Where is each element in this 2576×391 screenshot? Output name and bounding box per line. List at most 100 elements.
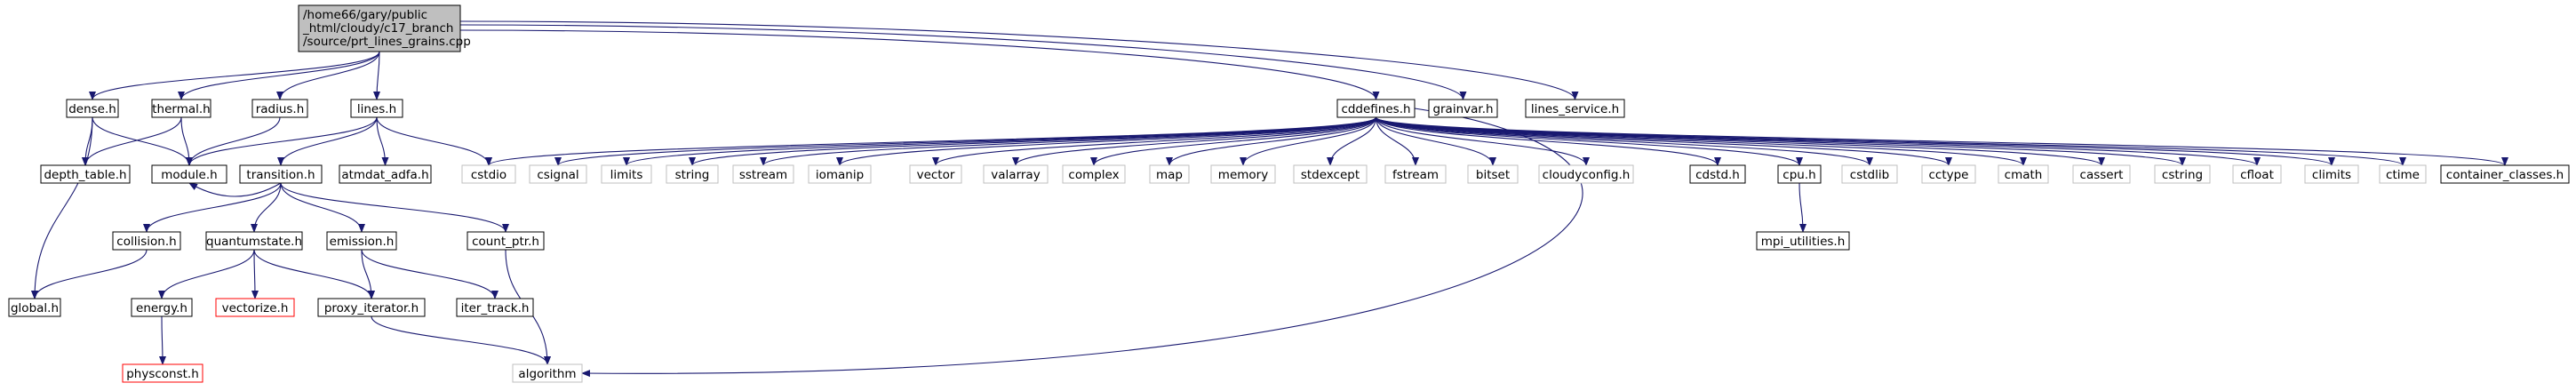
node-map[interactable]: map bbox=[1149, 164, 1190, 184]
node-container-classes[interactable]: container_classes.h bbox=[2440, 164, 2570, 184]
node-climits[interactable]: climits bbox=[2304, 164, 2359, 184]
node-grainvar[interactable]: grainvar.h bbox=[1428, 99, 1498, 118]
edge-root-to-cddefines bbox=[459, 29, 1380, 100]
edge-root-to-lines bbox=[373, 51, 381, 100]
node-quantumstate[interactable]: quantumstate.h bbox=[205, 231, 303, 251]
node-cloudyconfig[interactable]: cloudyconfig.h bbox=[1538, 164, 1634, 184]
node-box bbox=[8, 298, 61, 317]
node-cmath[interactable]: cmath bbox=[1998, 164, 2049, 184]
node-box bbox=[2072, 164, 2131, 184]
node-label: iomanip bbox=[816, 168, 864, 182]
edge-root-to-dense bbox=[89, 51, 380, 100]
node-box bbox=[205, 231, 303, 251]
node-box bbox=[151, 99, 211, 118]
node-iomanip[interactable]: iomanip bbox=[808, 164, 872, 184]
node-cstdio[interactable]: cstdio bbox=[461, 164, 516, 184]
edge-cddefines-to-valarray bbox=[1012, 116, 1377, 166]
node-root-label-line: /source/prt_lines_grains.cpp bbox=[303, 35, 471, 49]
node-box bbox=[2304, 164, 2359, 184]
node-lines-service[interactable]: lines_service.h bbox=[1525, 99, 1625, 118]
node-transition[interactable]: transition.h bbox=[239, 164, 323, 184]
node-box bbox=[529, 164, 587, 184]
node-physconst[interactable]: physconst.h bbox=[122, 363, 203, 383]
node-root-source-file[interactable]: /home66/gary/public_html/cloudy/c17_bran… bbox=[298, 4, 471, 52]
edge-lines-to-atmdat-adfa bbox=[376, 116, 389, 166]
edge-cddefines-to-fstream bbox=[1375, 116, 1419, 166]
node-global[interactable]: global.h bbox=[8, 298, 61, 317]
edge-cddefines-to-vector bbox=[932, 116, 1377, 166]
node-energy[interactable]: energy.h bbox=[131, 298, 193, 317]
node-box bbox=[1467, 164, 1519, 184]
node-box bbox=[122, 363, 203, 383]
node-mpi-utilities[interactable]: mpi_utilities.h bbox=[1756, 231, 1850, 251]
node-box bbox=[2379, 164, 2427, 184]
node-algorithm[interactable]: algorithm bbox=[512, 363, 583, 383]
node-vector[interactable]: vector bbox=[909, 164, 962, 184]
node-box bbox=[1149, 164, 1190, 184]
edge-cddefines-to-cstdio bbox=[485, 116, 1377, 166]
node-cctype[interactable]: cctype bbox=[1921, 164, 1976, 184]
node-label: cfloat bbox=[2240, 168, 2274, 182]
node-box bbox=[666, 164, 719, 184]
node-limits[interactable]: limits bbox=[601, 164, 652, 184]
node-sstream[interactable]: sstream bbox=[732, 164, 794, 184]
node-label: algorithm bbox=[518, 367, 576, 381]
node-fstream[interactable]: fstream bbox=[1384, 164, 1447, 184]
node-bitset[interactable]: bitset bbox=[1467, 164, 1519, 184]
node-vectorize[interactable]: vectorize.h bbox=[215, 298, 295, 317]
node-cpu[interactable]: cpu.h bbox=[1777, 164, 1822, 184]
edge-transition-to-count-ptr bbox=[280, 182, 509, 233]
node-count-ptr[interactable]: count_ptr.h bbox=[467, 231, 545, 251]
edge-dense-to-global bbox=[31, 116, 93, 299]
node-proxy-iterator[interactable]: proxy_iterator.h bbox=[317, 298, 426, 317]
node-cdstd[interactable]: cdstd.h bbox=[1689, 164, 1746, 184]
node-label: string bbox=[675, 168, 710, 182]
edge-cddefines-to-ctime bbox=[1375, 116, 2406, 166]
edge-emission-to-iter-track bbox=[361, 249, 498, 299]
node-emission[interactable]: emission.h bbox=[326, 231, 397, 251]
node-box bbox=[461, 164, 516, 184]
edge-dense-to-module bbox=[92, 116, 193, 166]
node-box bbox=[1538, 164, 1634, 184]
edge-lines-to-module bbox=[186, 116, 378, 166]
node-box bbox=[808, 164, 872, 184]
node-radius[interactable]: radius.h bbox=[251, 99, 308, 118]
node-box bbox=[1841, 164, 1898, 184]
edge-transition-to-emission bbox=[280, 182, 365, 233]
edge-cddefines-to-string bbox=[689, 116, 1377, 166]
node-dense[interactable]: dense.h bbox=[66, 99, 119, 118]
node-memory[interactable]: memory bbox=[1210, 164, 1276, 184]
node-box bbox=[1428, 99, 1498, 118]
node-layer: /home66/gary/public_html/cloudy/c17_bran… bbox=[8, 4, 2570, 383]
edge-cddefines-to-cloudyconfig bbox=[1375, 116, 1590, 166]
node-box bbox=[66, 99, 119, 118]
node-ctime[interactable]: ctime bbox=[2379, 164, 2427, 184]
node-box bbox=[512, 363, 583, 383]
edge-cddefines-to-iomanip bbox=[836, 116, 1377, 166]
edge-root-to-radius bbox=[276, 51, 380, 100]
node-cassert[interactable]: cassert bbox=[2072, 164, 2131, 184]
node-cddefines[interactable]: cddefines.h bbox=[1336, 99, 1416, 118]
node-complex[interactable]: complex bbox=[1062, 164, 1126, 184]
node-csignal[interactable]: csignal bbox=[529, 164, 587, 184]
node-root-label-line: /home66/gary/public bbox=[303, 8, 427, 22]
node-lines[interactable]: lines.h bbox=[350, 99, 403, 118]
node-valarray[interactable]: valarray bbox=[983, 164, 1049, 184]
node-label: complex bbox=[1068, 168, 1119, 182]
edge-lines-to-transition bbox=[277, 116, 378, 166]
node-label: quantumstate.h bbox=[206, 235, 302, 249]
node-cstring[interactable]: cstring bbox=[2154, 164, 2211, 184]
node-atmdat-adfa[interactable]: atmdat_adfa.h bbox=[339, 164, 432, 184]
node-collision[interactable]: collision.h bbox=[112, 231, 181, 251]
node-cfloat[interactable]: cfloat bbox=[2232, 164, 2282, 184]
edge-cddefines-to-cdstd bbox=[1375, 116, 1721, 166]
node-label: memory bbox=[1218, 168, 1268, 182]
node-iter-track[interactable]: iter_track.h bbox=[456, 298, 534, 317]
node-stdexcept[interactable]: stdexcept bbox=[1293, 164, 1368, 184]
node-string[interactable]: string bbox=[666, 164, 719, 184]
node-thermal[interactable]: thermal.h bbox=[151, 99, 211, 118]
node-cstdlib[interactable]: cstdlib bbox=[1841, 164, 1898, 184]
node-depth-table[interactable]: depth_table.h bbox=[40, 164, 131, 184]
node-box bbox=[40, 164, 131, 184]
node-module[interactable]: module.h bbox=[151, 164, 227, 184]
